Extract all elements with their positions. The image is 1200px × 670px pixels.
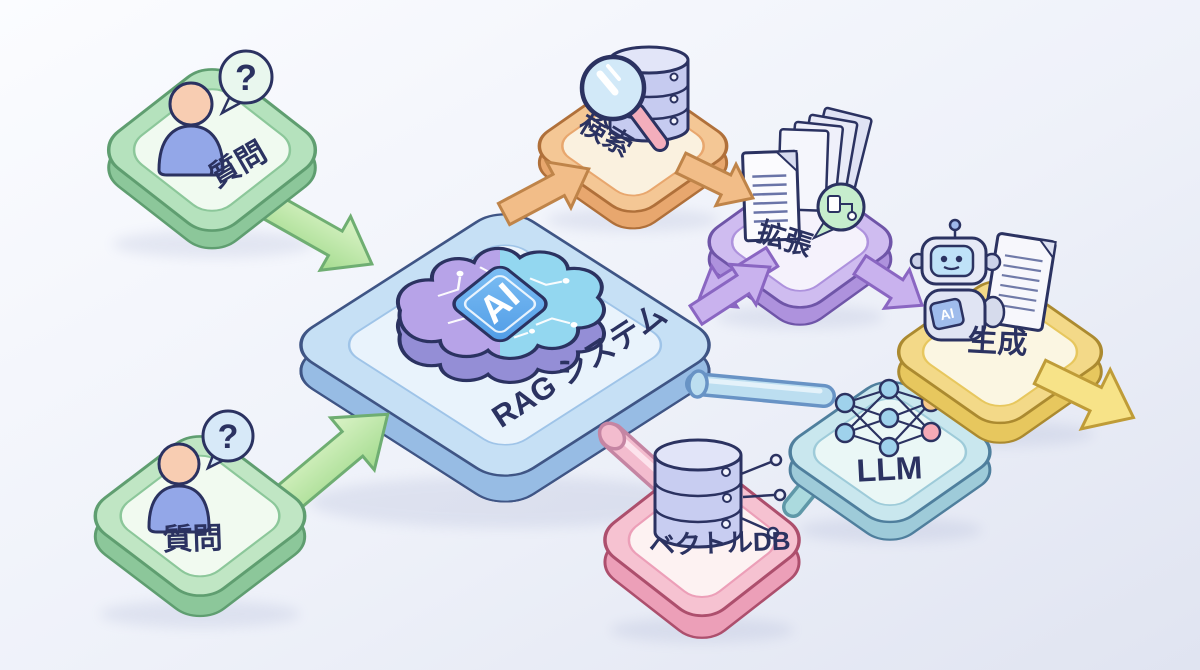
question-mark-top: ? [235, 57, 257, 98]
node-question-bottom: ? 質問 [93, 409, 307, 618]
augment-badge-icon [811, 182, 866, 241]
node-rag: AI RAG システム [299, 213, 711, 503]
question-bottom-label: 質問 [162, 522, 223, 557]
database-vectors-icon [653, 438, 787, 549]
ai-brain-icon: AI [396, 246, 606, 384]
vectordb-label: ベクトルDB [648, 526, 791, 561]
document-stack-icon [741, 106, 873, 243]
arrow-search-to-augment [674, 151, 756, 208]
arrow-rag-to-search [496, 159, 591, 227]
arrow-generate-output [1032, 358, 1136, 431]
robot-document-icon: AI [909, 218, 1057, 342]
person-question-icon-top: ? [157, 49, 274, 177]
robot-chest-label: AI [938, 305, 955, 324]
node-search: 検索 [537, 45, 729, 230]
llm-label: LLM [856, 449, 924, 488]
connector-rag-llm [685, 369, 836, 408]
node-question-top: ? 質問 [106, 49, 318, 250]
magnifier-database-icon [579, 45, 690, 152]
arrow-augment-to-generate [851, 253, 925, 310]
robot-icon: AI [909, 218, 1006, 342]
arrow-question-bottom-to-rag [269, 412, 390, 518]
node-llm: LLM [788, 378, 992, 541]
person-question-icon-bottom: ? [147, 409, 255, 534]
ai-chip [452, 265, 548, 343]
neural-network-icon [834, 378, 942, 458]
generate-label: 生成 [967, 324, 1029, 360]
question-mark-bottom: ? [218, 418, 239, 456]
arrow-rag-to-augment [687, 262, 772, 327]
